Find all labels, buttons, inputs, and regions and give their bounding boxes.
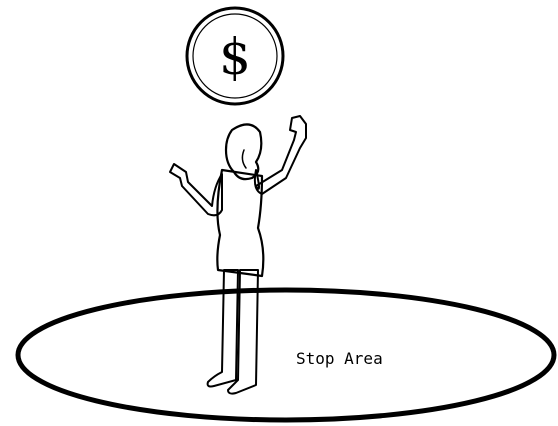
stop-area-label: Stop Area [296, 349, 383, 368]
person-face [242, 150, 246, 168]
coin-symbol: $ [219, 28, 251, 86]
person-right-arm [255, 116, 306, 194]
stop-area-ellipse [18, 290, 554, 420]
dollar-coin-icon: $ [187, 8, 283, 104]
person-figure [170, 116, 306, 394]
person-left-leg [208, 270, 238, 387]
person-left-arm [170, 164, 222, 215]
